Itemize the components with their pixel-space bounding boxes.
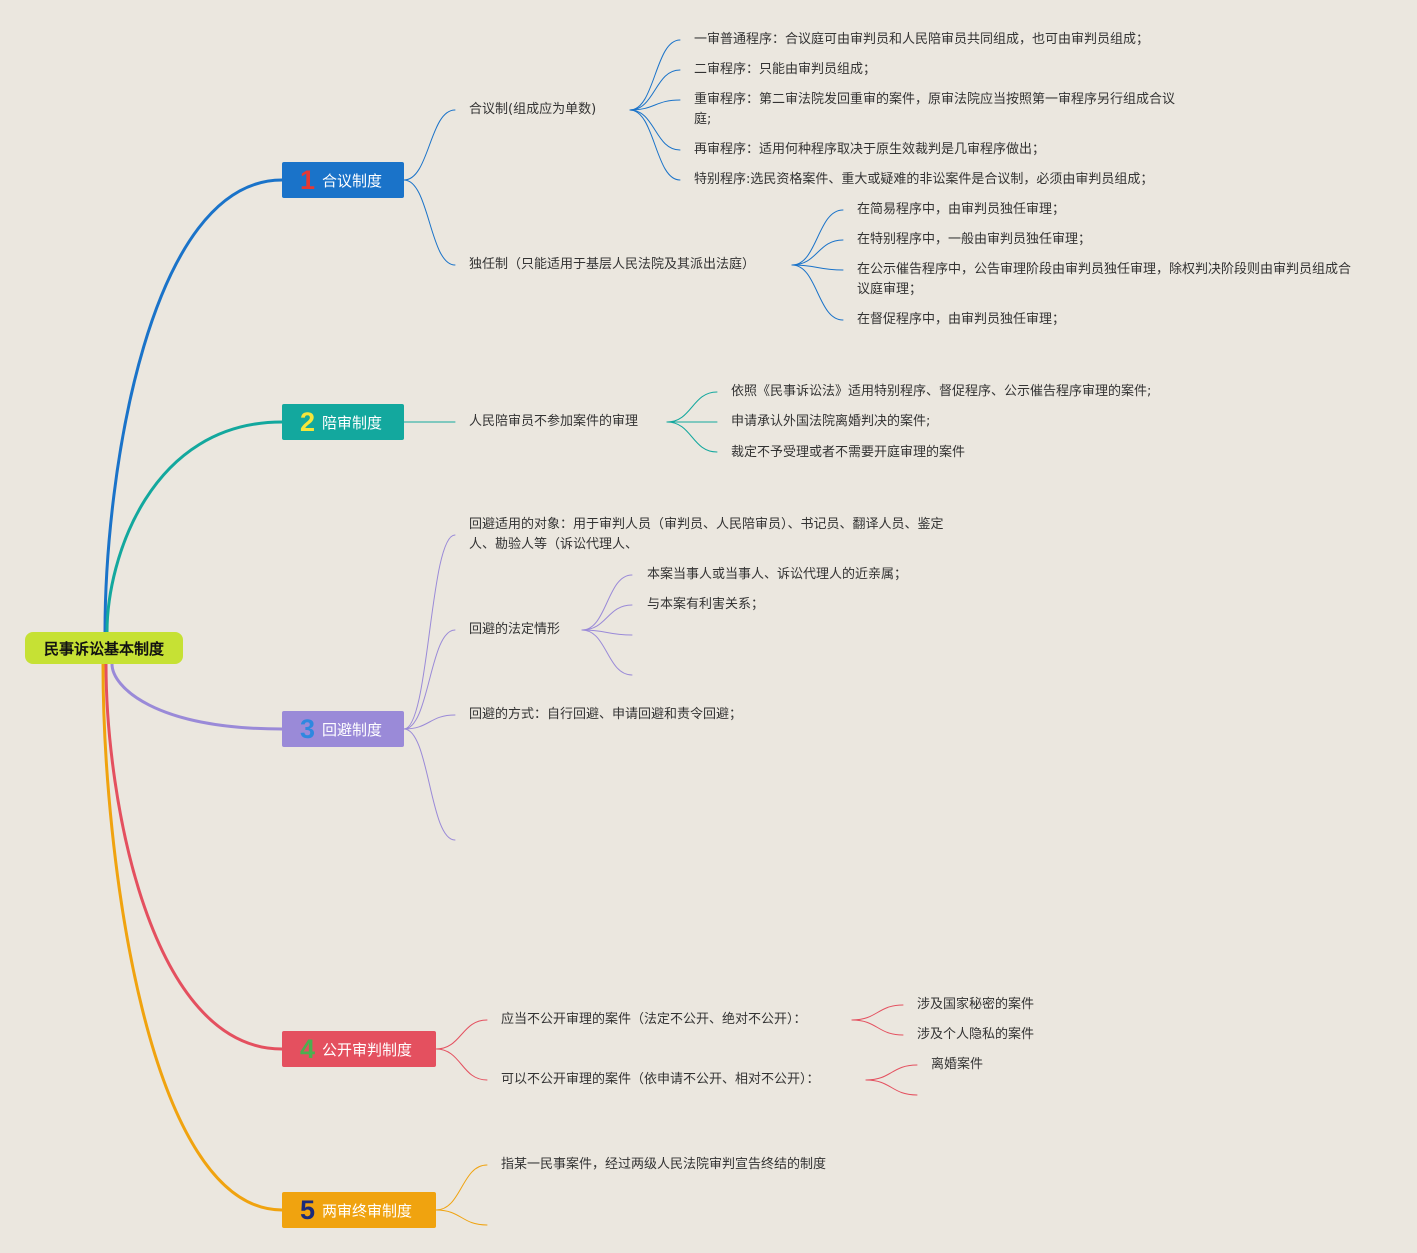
connector-line <box>581 574 633 631</box>
subtopic-recusal-methods[interactable]: 回避的方式：自行回避、申请回避和责令回避； <box>469 707 743 722</box>
connector-line <box>791 264 844 271</box>
branch-number-1: 1 <box>300 164 316 195</box>
connector-line <box>629 99 681 111</box>
leaf-item[interactable]: 在简易程序中，由审判员独任审理； <box>857 202 1066 217</box>
connector-line <box>629 109 681 181</box>
connector-line <box>581 629 633 636</box>
connector-line <box>629 39 681 111</box>
leaf-item[interactable]: 与本案有利害关系； <box>647 597 765 612</box>
connector-line <box>435 1048 488 1081</box>
subtopic-no-assessor[interactable]: 人民陪审员不参加案件的审理 <box>469 414 639 429</box>
connector-line <box>435 1209 488 1226</box>
leaf-item[interactable]: 重审程序：第二审法院发回重审的案件，原审法院应当按照第一审程序另行组成合议庭; <box>694 92 1176 127</box>
connector-line <box>403 534 456 730</box>
subtopic-must-close[interactable]: 应当不公开审理的案件（法定不公开、绝对不公开）： <box>501 1012 807 1027</box>
branch-number-2: 2 <box>300 406 316 437</box>
leaf-item[interactable]: 在督促程序中，由审判员独任审理； <box>857 312 1066 327</box>
connector-line <box>403 728 456 841</box>
branch-number-5: 5 <box>300 1194 316 1225</box>
leaf-item[interactable]: 离婚案件 <box>931 1057 984 1072</box>
leaf-item[interactable]: 在公示催告程序中，公告审理阶段由审判员独任审理，除权判决阶段则由审判员组成合议庭… <box>857 262 1352 297</box>
connector-line <box>435 1164 488 1211</box>
root-connector-line <box>101 662 284 1212</box>
leaf-item[interactable]: 在特别程序中，一般由审判员独任审理； <box>857 232 1092 247</box>
subtopic-recusal-grounds[interactable]: 回避的法定情形 <box>469 622 561 637</box>
connector-line <box>791 209 844 266</box>
leaf-item[interactable]: 二审程序：只能由审判员组成； <box>694 62 877 77</box>
branch-topic-3[interactable]: 3 回避制度 <box>282 711 404 747</box>
connector-line <box>403 179 456 266</box>
connector-line <box>629 109 681 151</box>
connector-line <box>851 1004 904 1021</box>
connector-line <box>403 629 456 730</box>
subtopic-recusal-scope[interactable]: 回避适用的对象：用于审判人员（审判员、人民陪审员）、书记员、翻译人员、鉴定人、勘… <box>469 517 944 552</box>
root-connector-line <box>103 178 284 634</box>
root-connector-line <box>110 662 284 731</box>
connector-line <box>851 1019 904 1036</box>
branch-label-4: 公开审判制度 <box>322 1040 413 1059</box>
branch-topic-1[interactable]: 1 合议制度 <box>282 162 404 198</box>
connector-line <box>666 391 718 423</box>
branch-label-5: 两审终审制度 <box>322 1201 413 1220</box>
connector-line <box>791 239 844 266</box>
leaf-item[interactable]: 特别程序:选民资格案件、重大或疑难的非讼案件是合议制，必须由审判员组成； <box>694 172 1154 187</box>
subtopic-may-close[interactable]: 可以不公开审理的案件（依申请不公开、相对不公开）： <box>501 1072 820 1087</box>
connector-line <box>791 264 844 321</box>
leaf-item[interactable]: 裁定不予受理或者不需要开庭审理的案件 <box>731 445 966 460</box>
connector-line <box>629 69 681 111</box>
connector-line <box>581 604 633 631</box>
subtopic-collegial[interactable]: 合议制(组成应为单数) <box>469 102 597 117</box>
leaf-item[interactable]: 本案当事人或当事人、诉讼代理人的近亲属； <box>647 567 908 582</box>
leaf-item[interactable]: 申请承认外国法院离婚判决的案件; <box>731 414 931 429</box>
branch-number-3: 3 <box>300 713 316 744</box>
leaf-item[interactable]: 涉及国家秘密的案件 <box>917 997 1035 1012</box>
branch-number-4: 4 <box>300 1033 316 1064</box>
connector-line <box>403 109 456 181</box>
subtopic-sole-judge[interactable]: 独任制（只能适用于基层人民法院及其派出法庭） <box>469 257 756 272</box>
leaf-item[interactable]: 再审程序：适用何种程序取决于原生效裁判是几审程序做出； <box>694 142 1046 157</box>
connector-line <box>666 421 718 453</box>
branch-topic-4[interactable]: 4 公开审判制度 <box>282 1031 436 1067</box>
connector-line <box>403 714 456 730</box>
connector-line <box>865 1079 918 1096</box>
branch-topic-2[interactable]: 2 陪审制度 <box>282 404 404 440</box>
leaf-item[interactable]: 依照《民事诉讼法》适用特别程序、督促程序、公示催告程序审理的案件; <box>731 384 1152 399</box>
branch-label-1: 合议制度 <box>322 171 383 190</box>
leaf-item[interactable]: 一审普通程序：合议庭可由审判员和人民陪审员共同组成，也可由审判员组成； <box>694 32 1150 47</box>
branch-label-3: 回避制度 <box>322 720 383 739</box>
connector-line <box>581 629 633 676</box>
branch-label-2: 陪审制度 <box>322 413 383 432</box>
connector-line <box>865 1064 918 1081</box>
root-connector-line <box>104 662 284 1051</box>
root-connector-line <box>105 420 284 634</box>
branch-topic-5[interactable]: 5 两审终审制度 <box>282 1192 436 1228</box>
leaf-item[interactable]: 涉及个人隐私的案件 <box>917 1027 1035 1042</box>
subtopic-two-instance[interactable]: 指某一民事案件，经过两级人民法院审判宣告终结的制度 <box>501 1157 827 1172</box>
root-topic[interactable]: 民事诉讼基本制度 <box>25 632 183 664</box>
connector-line <box>435 1019 488 1050</box>
